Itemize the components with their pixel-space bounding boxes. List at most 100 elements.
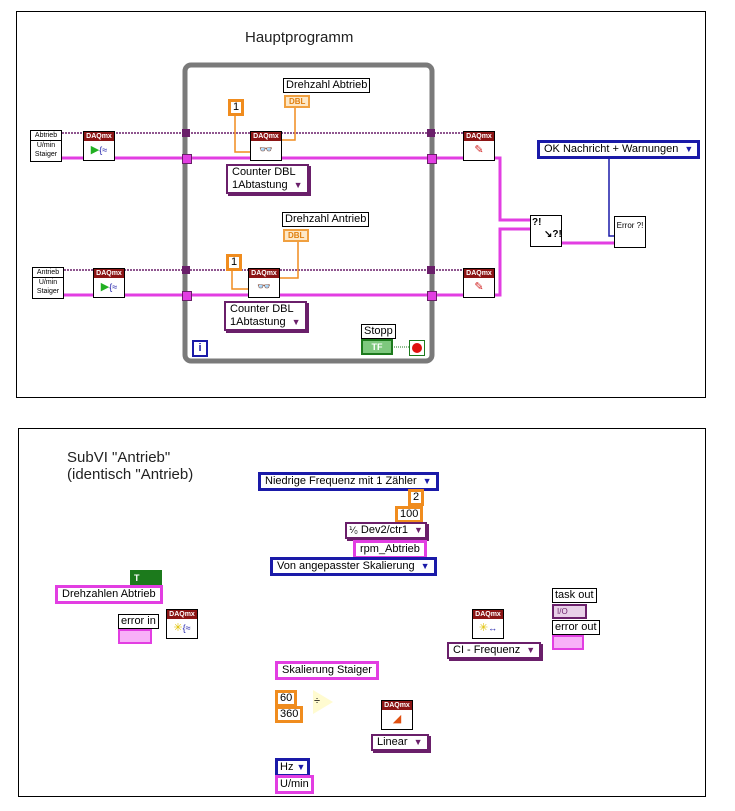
bool-constant-value: T <box>134 573 140 583</box>
tunnel-task-top-out <box>427 129 435 137</box>
channel-type-selector[interactable]: CI - Frequenz▼ <box>447 642 542 659</box>
tunnel-error-top-in <box>182 154 192 164</box>
subvi-abtrieb[interactable]: Abtrieb U/min Staiger <box>30 130 62 162</box>
chevron-down-icon: ▼ <box>296 762 306 772</box>
error-in-label: error in <box>118 614 159 629</box>
simple-error-handler[interactable]: Error ?! <box>614 216 646 248</box>
tunnel-error-bottom-out <box>427 291 437 301</box>
samples-constant-bottom[interactable]: 1 <box>226 254 243 271</box>
divide-node-icon[interactable] <box>313 690 333 714</box>
counter-channel-selector[interactable]: ⅟₀ Dev2/ctr1▼ <box>345 522 427 539</box>
read-mode-line2: 1Abtastung▼ <box>232 179 303 191</box>
tunnel-task-top-in <box>182 129 190 137</box>
subvi-antrieb[interactable]: Antrieb U/min Staiger <box>32 267 64 299</box>
daqmx-start-task-top[interactable]: DAQmx ▶{≈ <box>83 131 115 161</box>
wire-indicator-bottom <box>275 242 299 279</box>
create-counter-channel-icon: ✳↔ <box>478 622 498 634</box>
stop-label: Stopp <box>361 324 396 339</box>
wire-error-top-merge <box>495 156 530 222</box>
create-task-icon: ✳{≈ <box>173 622 191 634</box>
daqmx-header: DAQmx <box>94 269 124 278</box>
daqmx-read-top[interactable]: DAQmx 👓 <box>250 131 282 161</box>
subvi-diagram-title: SubVI "Antrieb" (identisch "Antrieb) <box>67 449 194 483</box>
daqmx-read-bottom[interactable]: DAQmx 👓 <box>248 268 280 298</box>
read-mode-selector-bottom[interactable]: Counter DBL 1Abtastung▼ <box>224 301 307 331</box>
scale-type-selector[interactable]: Linear ▼ <box>371 734 429 751</box>
measurement-type-ring[interactable]: Niedrige Frequenz mit 1 Zähler ▼ <box>258 472 439 491</box>
loop-condition-stop-icon <box>409 340 425 356</box>
chevron-down-icon: ▼ <box>413 737 423 747</box>
chevron-down-icon: ▼ <box>422 476 432 486</box>
daqmx-header: DAQmx <box>249 269 279 278</box>
read-mode-line1: Counter DBL <box>232 166 296 178</box>
wire-error-bottom-merge <box>495 227 530 297</box>
tunnel-error-top-out <box>427 154 437 164</box>
daqmx-create-channel[interactable]: DAQmx ✳↔ <box>472 609 504 639</box>
merge-errors-icon: ?! <box>532 217 542 228</box>
counter-value: Dev2/ctr1 <box>360 524 408 536</box>
subvi-antrieb-line2: U/min <box>38 279 58 286</box>
daqmx-header: DAQmx <box>84 132 114 141</box>
wire-samples-bottom <box>231 268 250 290</box>
subvi-abtrieb-line3: Staiger <box>34 151 58 158</box>
measurement-type-value: Niedrige Frequenz mit 1 Zähler <box>265 475 417 487</box>
scaled-units-value: U/min <box>280 778 309 790</box>
subvi-antrieb-line1: Antrieb <box>33 268 63 278</box>
clear-task-eraser-icon: ✎ <box>474 144 484 156</box>
indicator-label-abtrieb: Drehzahl Abtrieb <box>283 78 371 93</box>
scale-type-value: Linear <box>377 736 408 748</box>
bool-constant[interactable]: T <box>130 570 162 586</box>
chevron-down-icon: ▼ <box>293 180 303 190</box>
scale-name-value: rpm_Abtrieb <box>360 543 420 555</box>
daqmx-create-scale[interactable]: DAQmx ◢ <box>381 700 413 730</box>
merge-errors-node[interactable]: ?! ↘?! <box>530 215 562 247</box>
units-ring[interactable]: Von angepasster Skalierung▼ <box>270 557 437 576</box>
task-name-constant[interactable]: Drehzahlen Abtrieb <box>55 585 163 604</box>
read-glasses-icon: 👓 <box>257 281 271 293</box>
units-value: Von angepasster Skalierung <box>277 560 415 572</box>
daqmx-clear-task-top[interactable]: DAQmx ✎ <box>463 131 495 161</box>
daqmx-header: DAQmx <box>167 610 197 619</box>
edges-constant[interactable]: 2 <box>408 489 425 506</box>
divide-symbol: ÷ <box>314 695 321 707</box>
daqmx-clear-task-bottom[interactable]: DAQmx ✎ <box>463 268 495 298</box>
scale-string-value: Skalierung Staiger <box>282 664 372 676</box>
error-dialog-option-ring[interactable]: OK Nachricht + Warnungen▼ <box>537 140 701 159</box>
daqmx-header: DAQmx <box>464 269 494 278</box>
clear-task-eraser-icon: ✎ <box>474 281 484 293</box>
error-dialog-option-value: OK Nachricht + Warnungen <box>544 143 679 155</box>
daqmx-create-task[interactable]: DAQmx ✳{≈ <box>166 609 198 639</box>
wire-samples-top <box>234 115 252 153</box>
wire-dialog-option <box>608 155 614 237</box>
while-loop-frame <box>182 62 435 364</box>
task-out-terminal[interactable]: I/O <box>552 604 587 619</box>
subvi-antrieb-line3: Staiger <box>36 288 60 295</box>
daqmx-header: DAQmx <box>382 701 412 710</box>
samples-constant-top[interactable]: 1 <box>228 99 245 116</box>
io-name-icon: ⅟₀ <box>349 525 358 535</box>
read-glasses-icon: 👓 <box>259 144 273 156</box>
start-task-icon: ▶{≈ <box>100 281 118 293</box>
read-mode-selector-top[interactable]: Counter DBL 1Abtastung▼ <box>226 164 309 194</box>
indicator-drehzahl-abtrieb[interactable]: DBL <box>284 95 311 108</box>
main-diagram-title: Hauptprogramm <box>245 29 354 46</box>
scaled-units-constant[interactable]: U/min <box>275 775 314 794</box>
scale-string-constant[interactable]: Skalierung Staiger <box>275 661 379 680</box>
error-out-terminal[interactable] <box>552 635 584 650</box>
const-60[interactable]: 60 <box>275 690 298 707</box>
tunnel-task-bottom-in <box>182 266 190 274</box>
indicator-label-antrieb: Drehzahl Antrieb <box>282 212 370 227</box>
error-in-terminal[interactable] <box>118 629 152 644</box>
prescaled-units-value: Hz <box>280 761 294 773</box>
start-task-icon: ▶{≈ <box>90 144 108 156</box>
subvi-abtrieb-line1: Abtrieb <box>31 131 61 141</box>
samples-constant[interactable]: 100 <box>395 506 424 523</box>
indicator-drehzahl-antrieb[interactable]: DBL <box>283 229 310 242</box>
chevron-down-icon: ▼ <box>291 317 301 327</box>
daqmx-start-task-bottom[interactable]: DAQmx ▶{≈ <box>93 268 125 298</box>
subvi-abtrieb-line2: U/min <box>36 142 56 149</box>
stop-button-terminal[interactable]: TF <box>361 339 393 355</box>
const-360[interactable]: 360 <box>275 706 304 723</box>
task-name-value: Drehzahlen Abtrieb <box>62 588 156 600</box>
daqmx-header: DAQmx <box>473 610 503 619</box>
